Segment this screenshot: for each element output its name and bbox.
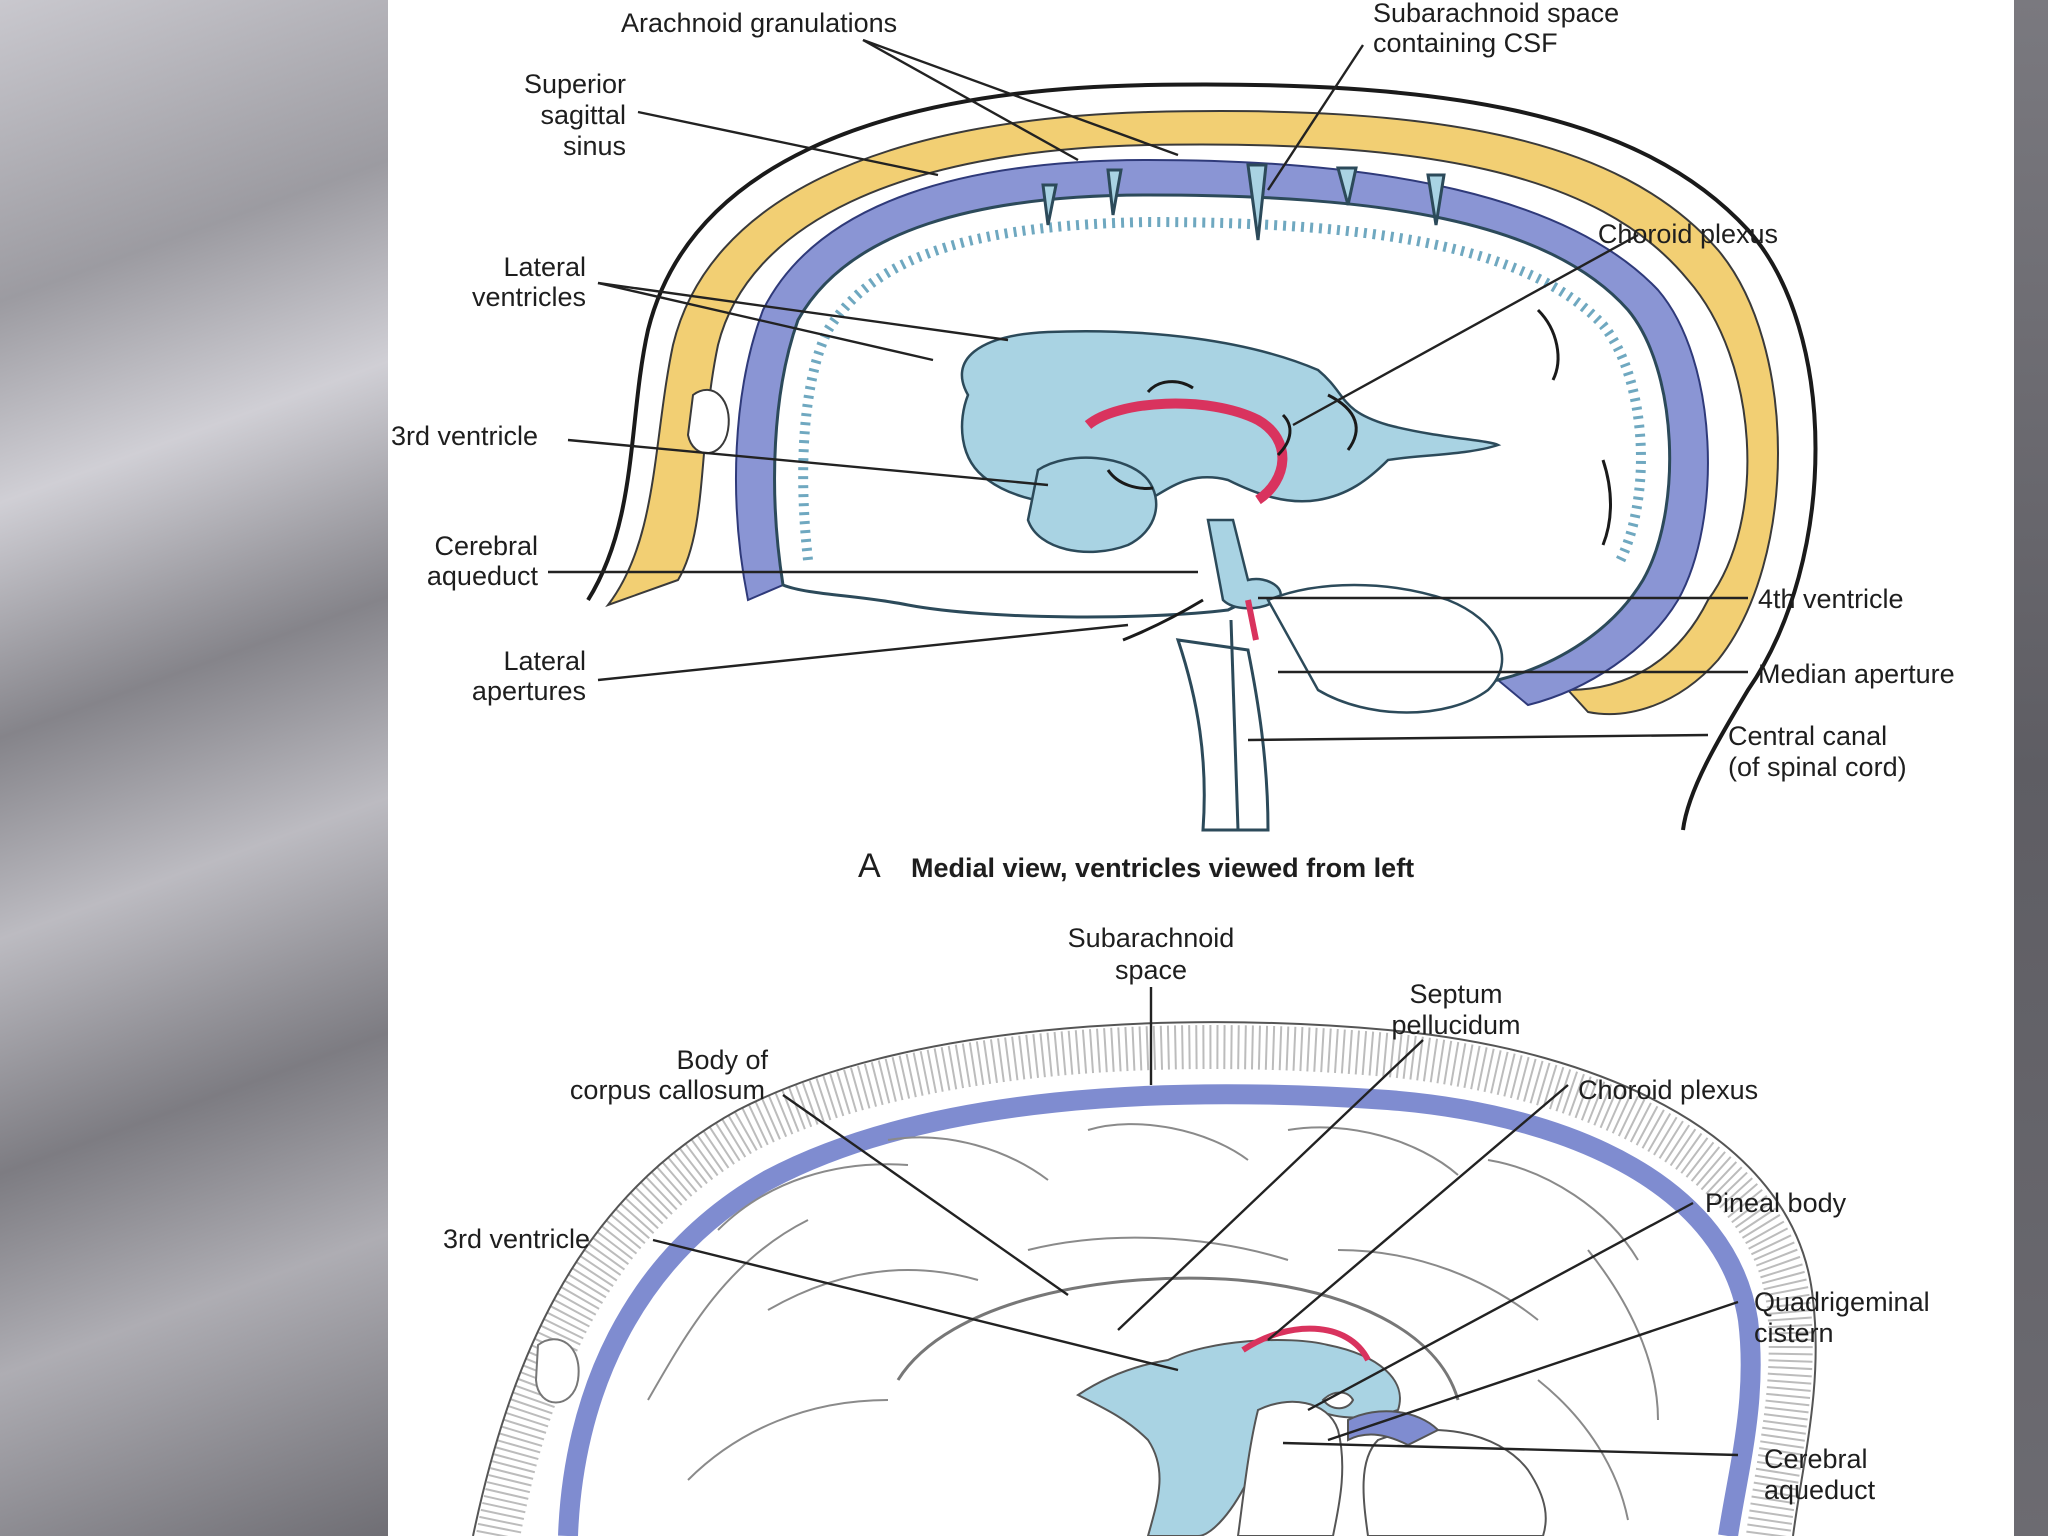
label-lateral-ventricles-line2: ventricles — [472, 282, 586, 312]
third-ventricle-shape — [1028, 458, 1156, 552]
label-choroid-plexus-a: Choroid plexus — [1598, 219, 1778, 249]
label-cerebral-aqueduct-b-line2: aqueduct — [1764, 1475, 1876, 1505]
label-subarachnoid-space-line1: Subarachnoid space — [1373, 0, 1619, 28]
panel-a-illustration: Arachnoid granulations Subarachnoid spac… — [391, 0, 1955, 885]
panel-b-illustration: Subarachnoid space Septum pellucidum Bod… — [443, 923, 1930, 1536]
label-lateral-apertures-line1: Lateral — [503, 646, 586, 676]
slide-background-left — [0, 0, 388, 1536]
label-third-ventricle-a: 3rd ventricle — [391, 421, 538, 451]
label-subarachnoid-space-line2: containing CSF — [1373, 28, 1558, 58]
caption-letter-a: A — [858, 847, 881, 885]
label-fourth-ventricle: 4th ventricle — [1758, 584, 1904, 614]
label-cerebral-aqueduct-b-line1: Cerebral — [1764, 1444, 1868, 1474]
label-superior-sagittal-line2: sagittal — [540, 100, 626, 130]
label-subarachnoid-space-b-line1: Subarachnoid — [1068, 923, 1235, 953]
label-quadrigeminal-cistern-line1: Quadrigeminal — [1754, 1287, 1930, 1317]
label-superior-sagittal-line3: sinus — [563, 131, 626, 161]
spinal-cord — [1178, 640, 1268, 830]
frontal-sinus-b — [536, 1339, 579, 1402]
label-subarachnoid-space-b-line2: space — [1115, 955, 1187, 985]
label-central-canal-line2: (of spinal cord) — [1728, 752, 1907, 782]
label-cerebral-aqueduct-a-line1: Cerebral — [434, 531, 538, 561]
label-cerebral-aqueduct-a-line2: aqueduct — [427, 561, 539, 591]
label-lateral-apertures-line2: apertures — [472, 676, 586, 706]
label-choroid-plexus-b: Choroid plexus — [1578, 1075, 1758, 1105]
label-quadrigeminal-cistern-line2: cistern — [1754, 1318, 1834, 1348]
label-third-ventricle-b: 3rd ventricle — [443, 1224, 590, 1254]
caption-panel-a: Medial view, ventricles viewed from left — [911, 853, 1414, 883]
skull-dotted-band — [498, 1047, 1791, 1536]
label-median-aperture: Median aperture — [1758, 659, 1955, 689]
diagram-canvas: Arachnoid granulations Subarachnoid spac… — [388, 0, 2014, 1536]
frontal-sinus — [688, 390, 729, 453]
label-superior-sagittal-line1: Superior — [524, 69, 626, 99]
label-septum-pellucidum-line1: Septum — [1409, 979, 1502, 1009]
label-arachnoid-granulations: Arachnoid granulations — [621, 8, 897, 38]
label-septum-pellucidum-line2: pellucidum — [1391, 1010, 1520, 1040]
ventricular-system-figure: Arachnoid granulations Subarachnoid spac… — [388, 0, 2014, 1536]
label-pineal-body: Pineal body — [1705, 1188, 1847, 1218]
label-central-canal-line1: Central canal — [1728, 721, 1887, 751]
label-lateral-ventricles-line1: Lateral — [503, 252, 586, 282]
label-body-corpus-callosum-line2: corpus callosum — [570, 1075, 765, 1105]
label-body-corpus-callosum-line1: Body of — [676, 1045, 768, 1075]
slide-background-right — [2014, 0, 2048, 1536]
